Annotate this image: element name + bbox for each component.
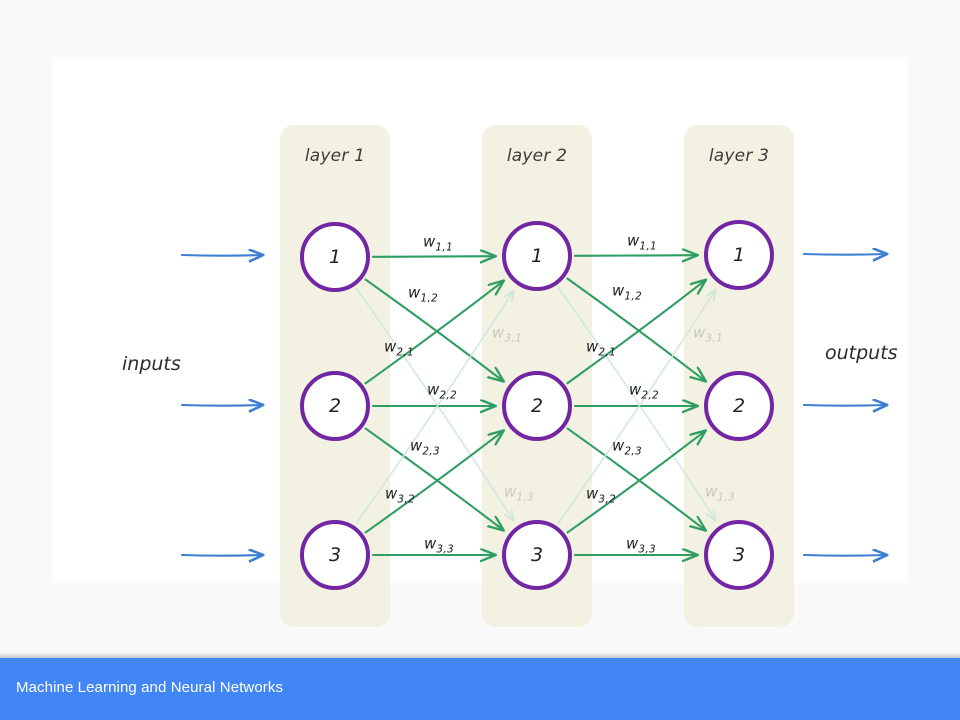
weight-label-layer1-to-layer2-3-2: w3,2 xyxy=(385,484,415,506)
weight-label-layer1-to-layer2-2-1: w2,1 xyxy=(384,337,414,359)
slide-canvas: layer 1 layer 2 layer 3 1 2 3 1 2 3 1 2 3 w1,1 w1,2… xyxy=(52,57,908,627)
output-arrow-1 xyxy=(802,254,886,255)
connection-l1n1-to-l2n1 xyxy=(371,256,495,257)
connection-l1n2-to-l2n1 xyxy=(364,281,504,385)
connection-l2n2-to-l3n1 xyxy=(566,280,705,385)
neuron-l2-n1[interactable]: 1 xyxy=(502,221,572,291)
weight-label-layer2-to-layer3-1-2: w1,2 xyxy=(612,281,642,303)
footer-divider xyxy=(0,653,960,658)
neural-network-diagram: layer 1 layer 2 layer 3 1 2 3 1 2 3 1 2 3 w1,1 w1,2… xyxy=(52,57,908,627)
weight-label-layer2-to-layer3-3-3: w3,3 xyxy=(626,534,656,556)
footer-bar: Machine Learning and Neural Networks xyxy=(0,658,960,720)
weight-label-layer2-to-layer3-2-2: w2,2 xyxy=(629,380,659,402)
inputs-label: inputs xyxy=(122,353,181,375)
connection-l2n1-to-l3n2 xyxy=(566,277,706,381)
input-arrow-3 xyxy=(180,555,262,556)
connection-l2n1-to-l3n3 xyxy=(557,286,715,520)
input-arrow-1 xyxy=(180,255,262,256)
connection-l1n1-to-l2n2 xyxy=(364,278,504,382)
weight-label-layer1-to-layer2-2-3: w2,3 xyxy=(410,436,440,458)
output-arrow-2 xyxy=(802,405,886,406)
neuron-l3-n2[interactable]: 2 xyxy=(704,371,774,441)
connection-l1n2-to-l2n3 xyxy=(364,427,504,531)
layer-caption-1: layer 1 xyxy=(304,146,366,166)
neuron-l1-n1[interactable]: 1 xyxy=(300,222,370,292)
output-arrow-3 xyxy=(802,555,886,556)
neuron-l3-n1[interactable]: 1 xyxy=(704,220,774,290)
weight-label-layer2-to-layer3-3-1: w3,1 xyxy=(693,323,723,345)
weight-label-layer1-to-layer2-1-1: w1,1 xyxy=(423,232,453,254)
weight-label-layer2-to-layer3-1-3: w1,3 xyxy=(705,482,735,504)
neuron-l3-n3[interactable]: 3 xyxy=(704,520,774,590)
weight-label-layer1-to-layer2-2-2: w2,2 xyxy=(427,380,457,402)
connection-l2n1-to-l3n1 xyxy=(573,255,697,256)
weight-label-layer2-to-layer3-3-2: w3,2 xyxy=(586,484,616,506)
weight-label-layer1-to-layer2-3-1: w3,1 xyxy=(492,323,522,345)
neuron-l2-n3[interactable]: 3 xyxy=(502,520,572,590)
weight-label-layer2-to-layer3-2-3: w2,3 xyxy=(612,436,642,458)
weight-label-layer1-to-layer2-3-3: w3,3 xyxy=(424,534,454,556)
neuron-l2-n2[interactable]: 2 xyxy=(502,371,572,441)
connection-l2n2-to-l3n3 xyxy=(566,427,706,531)
footer-title: Machine Learning and Neural Networks xyxy=(16,679,284,696)
layer-caption-3: layer 3 xyxy=(708,146,770,166)
connection-l1n3-to-l2n2 xyxy=(364,431,504,534)
weight-label-layer2-to-layer3-1-1: w1,1 xyxy=(627,231,657,253)
input-arrow-2 xyxy=(180,405,262,406)
neuron-l1-n2[interactable]: 2 xyxy=(300,371,370,441)
connections-layer xyxy=(180,57,908,583)
connection-l2n3-to-l3n2 xyxy=(566,431,706,534)
weight-label-layer2-to-layer3-2-1: w2,1 xyxy=(586,337,616,359)
connection-l1n3-to-l2n1 xyxy=(355,291,513,525)
layer-caption-2: layer 2 xyxy=(506,146,568,166)
connection-l2n3-to-l3n1 xyxy=(557,290,715,525)
outputs-label: outputs xyxy=(825,342,898,364)
weight-label-layer1-to-layer2-1-3: w1,3 xyxy=(504,482,534,504)
neuron-l1-n3[interactable]: 3 xyxy=(300,520,370,590)
weight-label-layer1-to-layer2-1-2: w1,2 xyxy=(408,283,438,305)
connection-l1n1-to-l2n3 xyxy=(355,287,513,520)
